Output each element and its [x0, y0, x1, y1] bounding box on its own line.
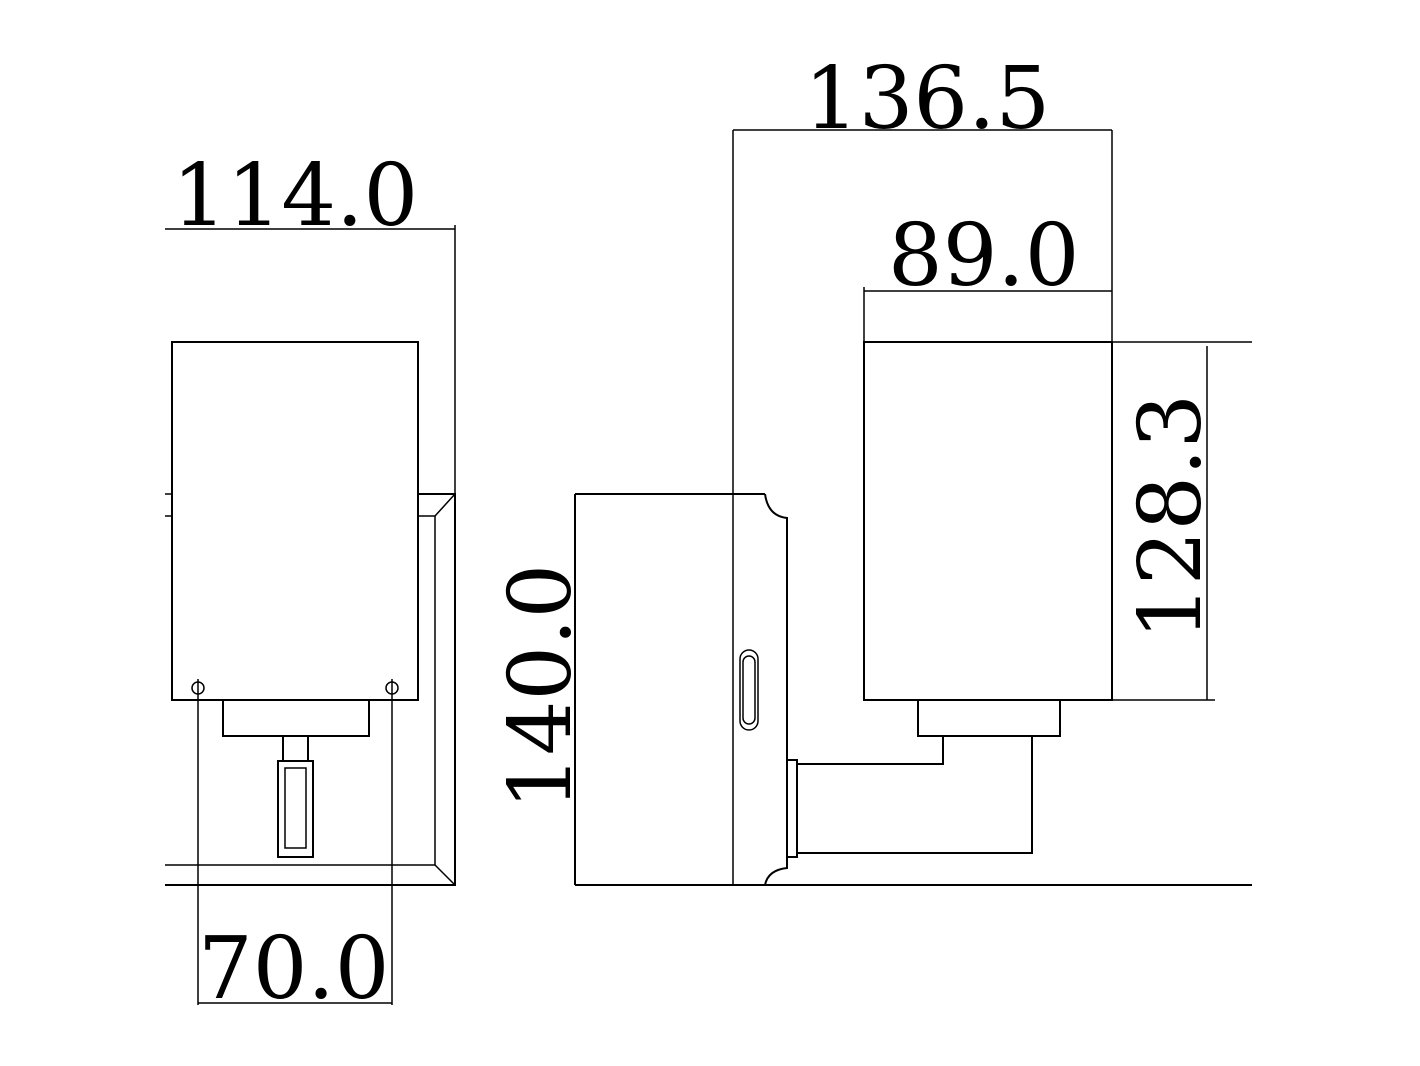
side-arm-top — [797, 736, 944, 765]
front-screw-right — [385, 679, 399, 697]
logo-stamp — [739, 649, 759, 731]
dim-backplate-height: 140.0 — [491, 564, 591, 810]
front-shade — [171, 341, 419, 701]
front-backplate-outer — [165, 493, 456, 886]
dim-overall-height: 194.6 — [1235, 514, 1335, 760]
front-screw-left — [191, 679, 205, 697]
side-view: 136.5 89.0 140.0 128.3 — [491, 49, 1335, 886]
dim-backplate-width: 70.0 — [198, 919, 389, 1019]
side-backplate-front — [764, 493, 788, 886]
front-bevel-bottom — [434, 864, 456, 886]
front-arm — [277, 760, 314, 858]
front-socket-cup — [222, 699, 370, 737]
side-shade — [863, 341, 1113, 701]
front-bevel-top — [434, 493, 456, 517]
side-arm-collar — [786, 759, 798, 858]
front-stem — [282, 735, 309, 762]
front-arm-inner — [284, 767, 307, 849]
dim-shade-height: 128.3 — [1121, 394, 1221, 640]
side-arm-bottom — [797, 736, 1033, 854]
side-socket-cup — [917, 699, 1061, 737]
front-backplate-inner — [165, 515, 436, 866]
dim-front-width: 114.0 — [172, 146, 418, 246]
dim-shade-width: 89.0 — [888, 206, 1079, 306]
dim-side-depth: 136.5 — [804, 49, 1050, 149]
front-view: 114.0 70.0 — [165, 146, 456, 1019]
